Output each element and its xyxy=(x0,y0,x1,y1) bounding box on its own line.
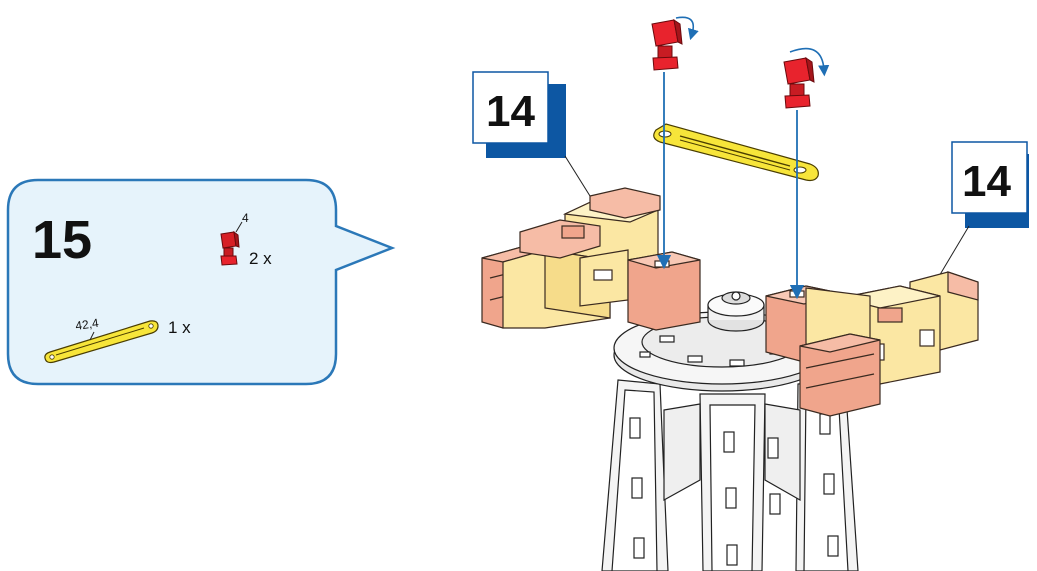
yellow-strut-placement xyxy=(653,123,819,182)
reference-badge-left: 14 xyxy=(472,71,601,213)
yellow-strut-quantity: 1 x xyxy=(168,318,191,337)
red-connector-size: 4 xyxy=(242,211,249,225)
callout-bubble xyxy=(6,178,396,386)
tower-structure xyxy=(601,379,859,571)
reference-label-right: 14 xyxy=(962,157,1011,206)
yellow-strut-icon xyxy=(44,320,159,364)
red-connector-left xyxy=(651,18,683,71)
rotate-arrow-right xyxy=(789,47,830,77)
reference-label-left: 14 xyxy=(486,87,535,136)
yellow-strut-leader xyxy=(89,331,95,341)
red-connector-icon xyxy=(220,230,240,266)
red-connector-quantity: 2 x xyxy=(249,249,272,268)
step-number: 15 xyxy=(32,210,92,270)
red-connector-right xyxy=(783,56,815,109)
left-block-assembly xyxy=(481,187,701,331)
red-connector-leader xyxy=(235,221,243,233)
yellow-strut-size: 42,4 xyxy=(74,316,99,333)
reference-badge-right: 14 xyxy=(934,141,1029,284)
parts-callout: 15 4 2 x 42,4 1 x xyxy=(6,178,396,386)
rotate-arrow-left xyxy=(675,16,699,41)
